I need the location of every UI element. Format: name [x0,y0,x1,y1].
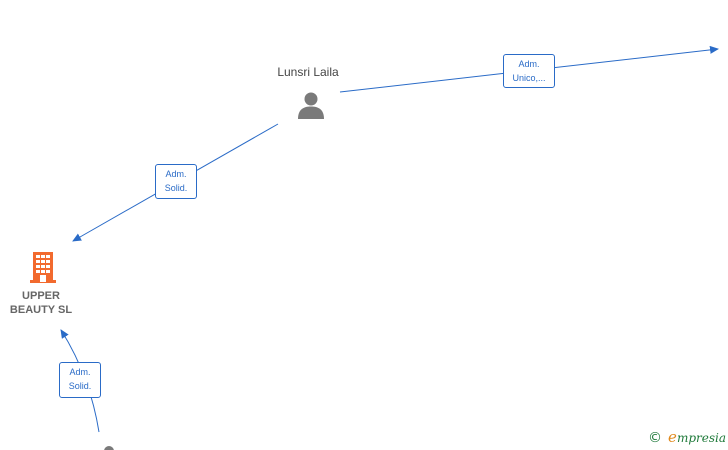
edge-label-line1: Adm. [518,59,540,69]
edge-label-line2: Solid. [164,183,188,193]
edge-label-line1: Adm. [69,367,91,377]
brand-name: mpresia [676,431,726,445]
edge-label-adm-solid-lower[interactable]: Adm. Solid. [59,362,101,398]
person-name-label[interactable]: Lunsri Laila [277,65,339,79]
edge-label-adm-solid-upper[interactable]: Adm. Solid. [155,164,197,199]
company-name-label[interactable]: UPPER BEAUTY SL [0,289,82,317]
copyright-symbol: © [648,430,663,446]
brand-initial: e [668,428,677,446]
edge-label-adm-unico[interactable]: Adm. Unico,... [503,54,555,88]
edge-label-line2: Solid. [68,381,92,391]
person-icon-partial[interactable] [97,445,121,450]
person-icon[interactable] [296,90,326,120]
edge-label-line1: Adm. [165,169,187,179]
company-name-line1: UPPER [22,290,60,302]
edge-label-line2: Unico,... [512,73,546,83]
empresia-watermark: © empresia [648,428,726,446]
company-name-line2: BEAUTY SL [9,304,73,316]
building-icon[interactable] [28,250,58,284]
